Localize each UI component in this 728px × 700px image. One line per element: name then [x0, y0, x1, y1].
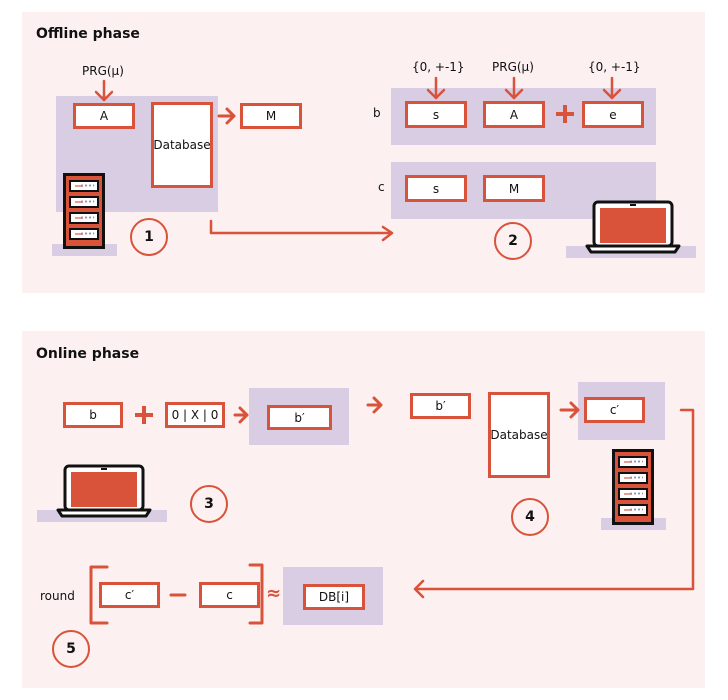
- arrow-return-to-client: [413, 408, 695, 599]
- a-input-label: PRG(μ): [492, 60, 534, 74]
- arrow-step1-to-step2: [209, 219, 394, 242]
- approx-symbol: ≈: [266, 583, 282, 604]
- online-phase-title: Online phase: [36, 346, 140, 362]
- laptop-icon: [585, 200, 681, 254]
- arrow-client-to-server: [366, 396, 383, 414]
- arrow-prg-to-a: [94, 79, 114, 102]
- result-box: DB[i]: [303, 584, 365, 610]
- secret-s-box: s: [405, 101, 467, 128]
- matrix-a-box: A: [73, 103, 135, 129]
- arrow-db-to-m: [217, 107, 236, 125]
- arrow-query-to-bprime: [233, 406, 249, 424]
- b-prime-box-server: b′: [410, 393, 471, 419]
- row-b-label: b: [373, 106, 381, 120]
- query-vector-box: 0 | X | 0: [165, 402, 225, 428]
- matrix-a-box-b: A: [483, 101, 545, 128]
- step-3-badge: 3: [190, 485, 228, 523]
- secret-s-box-c: s: [405, 175, 467, 202]
- e-input-label: {0, +-1}: [588, 60, 641, 74]
- arrow-db-to-cprime: [559, 401, 580, 419]
- arrow-e-input: [602, 76, 622, 100]
- server-icon: [63, 173, 105, 249]
- step-2-badge: 2: [494, 222, 532, 260]
- step-4-badge: 4: [511, 498, 549, 536]
- database-box-online: Database: [488, 392, 550, 478]
- round-bracket-right: [248, 563, 264, 625]
- b-prime-box-client: b′: [267, 405, 332, 430]
- round-bracket-left: [89, 565, 109, 625]
- c-prime-box-round: c′: [99, 582, 160, 608]
- row-c-label: c: [378, 180, 385, 194]
- prg-label: PRG(μ): [82, 64, 124, 78]
- matrix-m-box-c: M: [483, 175, 545, 202]
- c-box-round: c: [199, 582, 260, 608]
- step-5-badge: 5: [52, 630, 90, 668]
- s-input-label: {0, +-1}: [412, 60, 465, 74]
- matrix-m-box: M: [240, 103, 302, 129]
- offline-phase-title: Offline phase: [36, 26, 140, 42]
- database-box: Database: [151, 102, 213, 188]
- server-icon-online: [612, 449, 654, 525]
- laptop-icon-online: [56, 464, 152, 518]
- arrow-a-input: [504, 76, 524, 100]
- arrow-s-input: [426, 76, 446, 100]
- step-1-badge: 1: [130, 218, 168, 256]
- error-e-box: e: [582, 101, 644, 128]
- plus-operator-offline: [556, 105, 574, 123]
- c-prime-box: c′: [584, 397, 645, 423]
- round-label: round: [40, 589, 75, 603]
- plus-operator-online: [135, 406, 153, 424]
- vector-b-box: b: [63, 402, 123, 428]
